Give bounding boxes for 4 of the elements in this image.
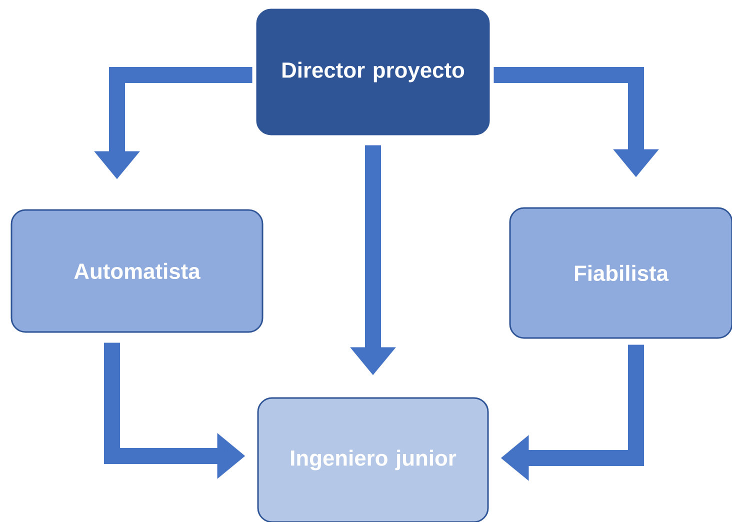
process-box: Director proyecto bbox=[256, 8, 490, 136]
process-box: Ingeniero junior bbox=[257, 397, 489, 522]
process-box: Fiabilista bbox=[509, 207, 732, 339]
process-box: Automatista bbox=[10, 209, 264, 333]
